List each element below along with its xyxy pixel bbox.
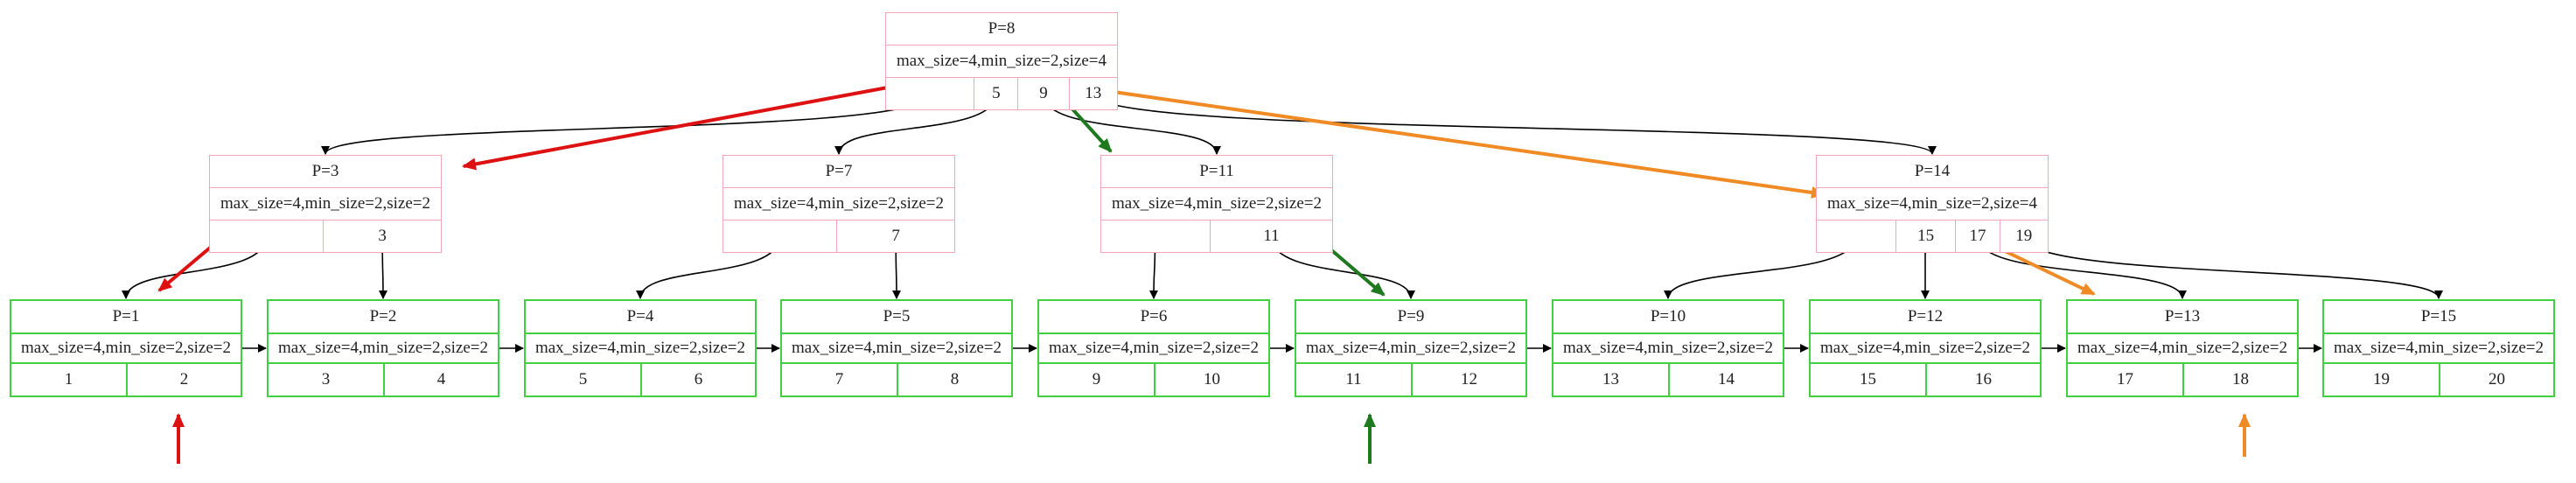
key-cell: 9 <box>1017 77 1068 109</box>
leaf-node-p6: P=6 max_size=4,min_size=2,size=2 9 10 <box>1037 299 1270 397</box>
node-keys: 11 12 <box>1296 364 1525 396</box>
key-cell: 7 <box>836 220 954 252</box>
node-title: P=15 <box>2420 306 2457 326</box>
node-meta: max_size=4,min_size=2,size=2 <box>11 332 241 365</box>
leaf-node-p9: P=9 max_size=4,min_size=2,size=2 11 12 <box>1295 299 1527 397</box>
node-meta: max_size=4,min_size=2,size=4 <box>886 45 1117 78</box>
key-cell: 17 <box>2117 370 2133 389</box>
highlight-layer <box>157 85 2251 464</box>
key-cell: 10 <box>1154 364 1268 396</box>
node-meta: max_size=4,min_size=2,size=2 <box>723 187 954 220</box>
node-keys: 3 <box>210 220 441 252</box>
tree-edge <box>1093 94 1937 155</box>
key-cell <box>1817 220 1895 252</box>
key-cell: 20 <box>2439 364 2553 396</box>
key-cell: 17 <box>1955 220 1999 252</box>
search-path-arrow-orange <box>1106 89 1826 199</box>
key-cell: 5 <box>578 370 588 389</box>
key-cell: 1 <box>64 370 73 389</box>
key-cell <box>1101 220 1210 252</box>
node-title: P=13 <box>2164 306 2201 326</box>
node-meta: max_size=4,min_size=2,size=2 <box>210 187 441 220</box>
tree-edge <box>321 94 931 155</box>
key-cell <box>723 220 836 252</box>
key-cell <box>210 220 323 252</box>
node-meta: max_size=4,min_size=2,size=2 <box>782 332 1011 365</box>
node-keys: 13 14 <box>1553 364 1783 396</box>
key-cell: 14 <box>1668 364 1783 396</box>
node-title: P=3 <box>311 162 339 181</box>
node-meta: max_size=4,min_size=2,size=2 <box>1296 332 1525 365</box>
node-keys: 9 10 <box>1039 364 1268 396</box>
node-title: P=14 <box>1914 162 1951 181</box>
node-title: P=10 <box>1650 306 1686 326</box>
node-meta: max_size=4,min_size=2,size=2 <box>1553 332 1783 365</box>
key-cell: 9 <box>1092 370 1101 389</box>
node-title: P=5 <box>883 306 911 326</box>
leaf-node-p10: P=10 max_size=4,min_size=2,size=2 13 14 <box>1552 299 1784 397</box>
key-cell <box>886 78 974 109</box>
node-title: P=4 <box>626 306 654 326</box>
key-cell: 5 <box>974 77 1017 109</box>
key-cell: 3 <box>323 220 441 252</box>
node-keys: 7 <box>723 220 954 252</box>
node-title: P=12 <box>1907 306 1944 326</box>
node-meta: max_size=4,min_size=2,size=2 <box>2068 332 2297 365</box>
key-cell: 12 <box>1411 364 1525 396</box>
key-cell: 7 <box>834 370 844 389</box>
key-cell: 16 <box>1925 364 2040 396</box>
key-cell: 2 <box>126 364 241 396</box>
node-meta: max_size=4,min_size=2,size=2 <box>2324 332 2553 365</box>
node-title: P=9 <box>1397 306 1425 326</box>
node-meta: max_size=4,min_size=2,size=2 <box>1039 332 1268 365</box>
key-cell: 6 <box>640 364 755 396</box>
key-cell: 4 <box>383 364 498 396</box>
key-cell: 3 <box>321 370 331 389</box>
node-title: P=11 <box>1199 162 1234 181</box>
key-cell: 18 <box>2182 364 2297 396</box>
node-title: P=6 <box>1140 306 1168 326</box>
node-meta: max_size=4,min_size=2,size=2 <box>526 332 755 365</box>
node-meta: max_size=4,min_size=2,size=2 <box>269 332 498 365</box>
node-meta: max_size=4,min_size=2,size=2 <box>1101 187 1332 220</box>
key-cell: 11 <box>1345 370 1362 389</box>
node-meta: max_size=4,min_size=2,size=4 <box>1817 187 2048 220</box>
key-cell: 8 <box>897 364 1011 396</box>
key-cell: 15 <box>1860 370 1876 389</box>
key-cell: 19 <box>1999 220 2048 252</box>
key-cell: 19 <box>2373 370 2390 389</box>
node-title: P=8 <box>988 19 1016 38</box>
key-cell: 11 <box>1210 220 1332 252</box>
key-cell: 15 <box>1895 220 1956 252</box>
node-meta: max_size=4,min_size=2,size=2 <box>1811 332 2040 365</box>
node-title: P=1 <box>112 306 140 326</box>
node-title: P=7 <box>825 162 853 181</box>
node-title: P=2 <box>369 306 397 326</box>
search-path-arrow-red <box>462 85 893 171</box>
key-cell: 13 <box>1602 370 1619 389</box>
node-keys: 11 <box>1101 220 1332 252</box>
key-cell: 13 <box>1068 77 1117 109</box>
